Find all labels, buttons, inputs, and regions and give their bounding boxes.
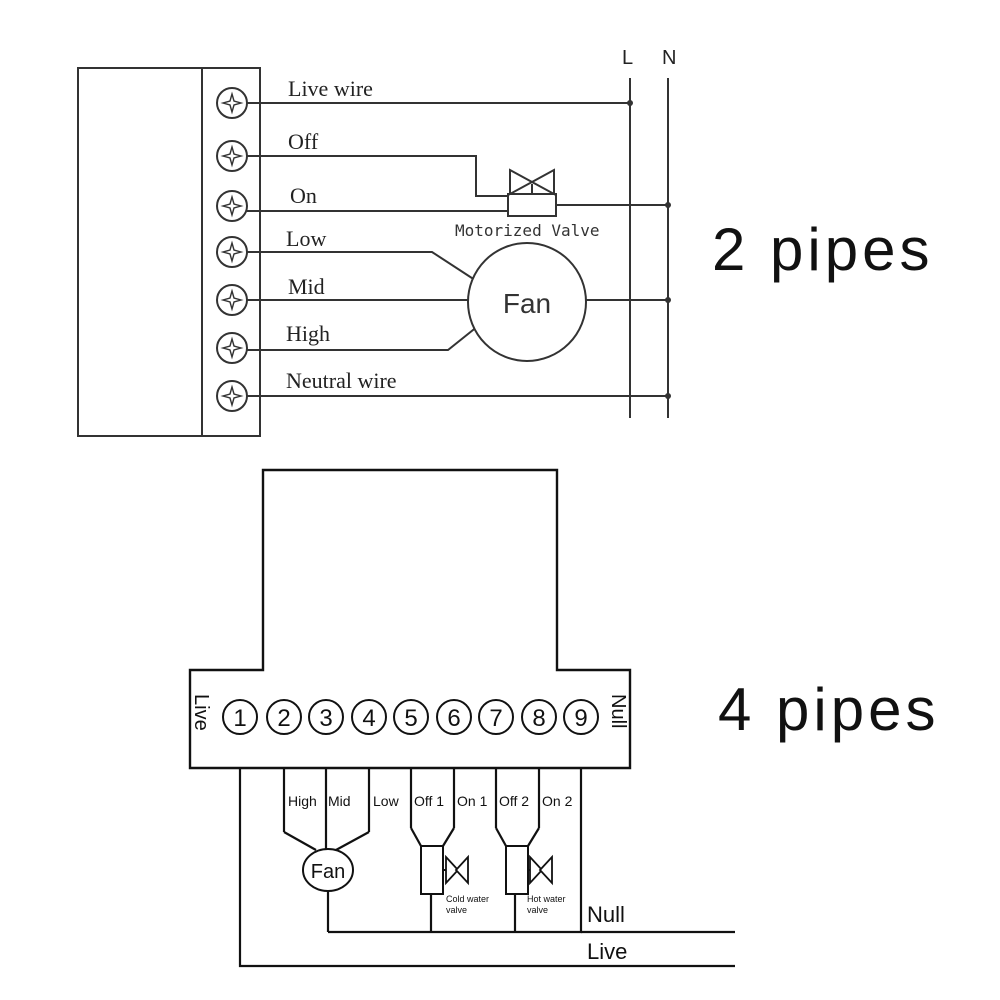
label-neutral-wire: Neutral wire bbox=[286, 368, 397, 393]
terminal-3-number: 3 bbox=[319, 705, 332, 732]
label-on-2: On 2 bbox=[542, 793, 573, 809]
label-off-1: Off 1 bbox=[414, 793, 444, 809]
label-fan-four-pipes: Fan bbox=[311, 861, 345, 883]
numbered-terminals: 1 2 3 4 5 6 7 8 9 bbox=[222, 699, 599, 735]
label-hot-valve: valve bbox=[527, 905, 548, 915]
label-on-1: On 1 bbox=[457, 793, 488, 809]
terminal-2-number: 2 bbox=[277, 705, 290, 732]
terminal-screws bbox=[216, 87, 248, 412]
cold-water-valve-icon bbox=[420, 845, 469, 895]
label-hot-water: Hot water bbox=[527, 894, 566, 904]
terminal-8-number: 8 bbox=[532, 705, 545, 732]
label-off: Off bbox=[288, 129, 319, 154]
motorized-valve-icon bbox=[507, 168, 557, 217]
label-null-line: Null bbox=[587, 902, 625, 927]
label-live-line: Live bbox=[587, 939, 627, 964]
label-low: Low bbox=[286, 226, 326, 251]
screw-terminal-icon bbox=[216, 140, 248, 172]
diagram-four-pipes: Live Null 1 2 3 4 5 6 7 8 9 bbox=[188, 468, 939, 968]
label-live-side: Live bbox=[190, 694, 212, 731]
screw-terminal-icon bbox=[216, 87, 248, 119]
screw-terminal-icon bbox=[216, 332, 248, 364]
label-motorized-valve: Motorized Valve bbox=[455, 221, 600, 240]
terminal-1-circle bbox=[222, 699, 258, 735]
label-on: On bbox=[290, 183, 317, 208]
label-mid: Mid bbox=[328, 793, 351, 809]
label-cold-valve: valve bbox=[446, 905, 467, 915]
label-null-side: Null bbox=[607, 694, 629, 728]
terminal-4-circle bbox=[351, 699, 387, 735]
terminal-9-circle bbox=[563, 699, 599, 735]
terminal-1-number: 1 bbox=[233, 705, 246, 732]
terminal-2-circle bbox=[266, 699, 302, 735]
bus-label-n: N bbox=[662, 47, 676, 69]
label-cold-water: Cold water bbox=[446, 894, 489, 904]
terminal-7-number: 7 bbox=[489, 705, 502, 732]
diagram-two-pipes: L N Live wire Off On bbox=[77, 47, 933, 437]
hot-water-valve-icon bbox=[505, 845, 553, 895]
screw-terminal-icon bbox=[216, 236, 248, 268]
terminal-5-number: 5 bbox=[404, 705, 417, 732]
label-off-2: Off 2 bbox=[499, 793, 529, 809]
screw-terminal-icon bbox=[216, 190, 248, 222]
terminal-5-circle bbox=[393, 699, 429, 735]
title-two-pipes: 2 pipes bbox=[712, 216, 933, 283]
screw-terminal-icon bbox=[216, 284, 248, 316]
fan-icon bbox=[302, 848, 354, 892]
fan-icon bbox=[467, 242, 587, 362]
title-four-pipes: 4 pipes bbox=[718, 676, 939, 743]
label-fan: Fan bbox=[503, 288, 551, 319]
thermostat-body-outline bbox=[188, 468, 632, 770]
terminal-9-number: 9 bbox=[574, 705, 587, 732]
terminal-6-circle bbox=[436, 699, 472, 735]
label-low: Low bbox=[373, 793, 400, 809]
screw-terminal-icon bbox=[216, 380, 248, 412]
terminal-7-circle bbox=[478, 699, 514, 735]
terminal-3-circle bbox=[308, 699, 344, 735]
terminal-4-number: 4 bbox=[362, 705, 375, 732]
label-live-wire: Live wire bbox=[288, 76, 373, 101]
terminal-6-number: 6 bbox=[447, 705, 460, 732]
wires bbox=[247, 100, 671, 399]
label-high: High bbox=[288, 793, 317, 809]
label-high: High bbox=[286, 321, 330, 346]
label-mid: Mid bbox=[288, 274, 325, 299]
terminal-8-circle bbox=[521, 699, 557, 735]
bus-label-l: L bbox=[622, 47, 633, 69]
wires-four-pipes bbox=[238, 768, 735, 968]
